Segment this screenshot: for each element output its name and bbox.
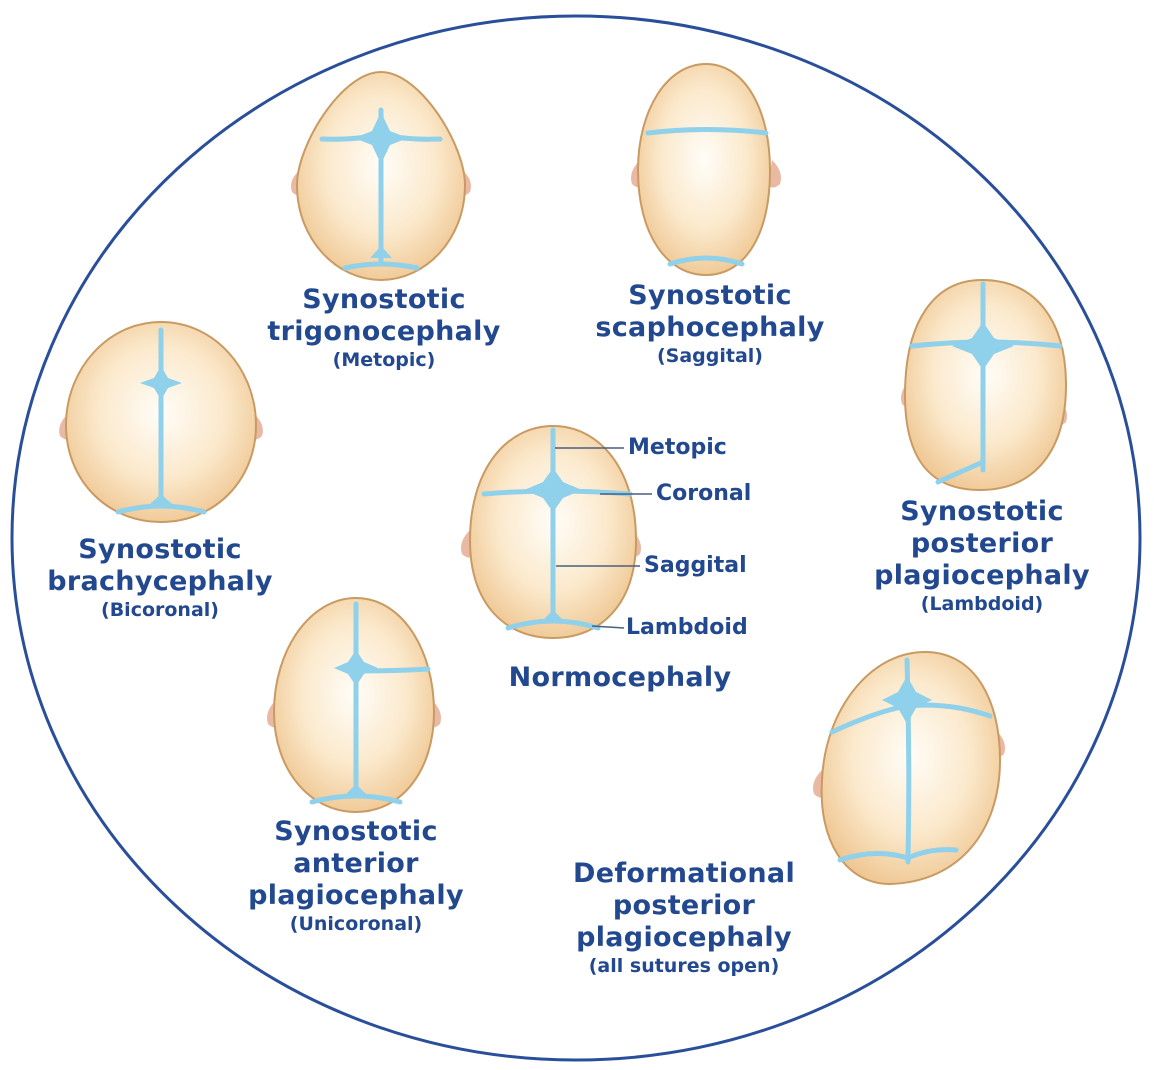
title-line: trigonocephaly bbox=[267, 316, 501, 347]
label-scaphocephaly: Synostotic scaphocephaly (Saggital) bbox=[595, 280, 824, 368]
suture-name: (Bicoronal) bbox=[101, 599, 219, 621]
suture-label-metopic: Metopic bbox=[628, 435, 727, 460]
skull-scaphocephaly bbox=[631, 62, 781, 277]
title-line: Synostotic bbox=[628, 280, 792, 311]
suture-label-coronal: Coronal bbox=[656, 481, 752, 506]
label-trigonocephaly: Synostotic trigonocephaly (Metopic) bbox=[267, 284, 500, 372]
title-line: plagiocephaly bbox=[874, 560, 1090, 591]
skull-posterior-plagiocephaly bbox=[901, 278, 1068, 492]
suture-label-lambdoid: Lambdoid bbox=[626, 615, 748, 640]
title-line: scaphocephaly bbox=[595, 312, 825, 343]
label-normocephaly: Normocephaly bbox=[509, 662, 732, 694]
title-line: anterior bbox=[293, 848, 419, 879]
suture-name: (Metopic) bbox=[332, 349, 436, 371]
label-anterior-plagiocephaly: Synostotic anterior plagiocephaly (Unico… bbox=[248, 816, 464, 936]
skull-trigonocephaly bbox=[291, 70, 471, 282]
fontanelle bbox=[354, 112, 408, 164]
title-line: Synostotic bbox=[78, 534, 242, 565]
suture-name: (Saggital) bbox=[656, 345, 764, 367]
suture-name: (Lambdoid) bbox=[920, 593, 1044, 615]
title-line: brachycephaly bbox=[47, 566, 273, 597]
label-brachycephaly: Synostotic brachycephaly (Bicoronal) bbox=[47, 534, 273, 622]
title-line: Synostotic bbox=[900, 496, 1064, 527]
title-line: Synostotic bbox=[274, 816, 438, 847]
skull-anterior-plagiocephaly bbox=[267, 596, 441, 814]
skull-deformational-plagiocephaly bbox=[813, 650, 1005, 886]
title-line: posterior bbox=[910, 528, 1054, 559]
title-line: Synostotic bbox=[302, 284, 466, 315]
suture-name: (Unicoronal) bbox=[289, 913, 423, 935]
label-deformational-plagiocephaly: Deformational posterior plagiocephaly (a… bbox=[573, 858, 795, 978]
label-posterior-plagiocephaly: Synostotic posterior plagiocephaly (Lamb… bbox=[874, 496, 1090, 616]
title-line: posterior bbox=[612, 890, 756, 921]
title-line: plagiocephaly bbox=[576, 922, 792, 953]
leader-lines bbox=[555, 447, 652, 629]
skull-brachycephaly bbox=[59, 320, 263, 524]
suture-label-saggital: Saggital bbox=[644, 553, 747, 578]
skull-shape bbox=[636, 62, 772, 277]
title-line: plagiocephaly bbox=[248, 880, 464, 911]
title-line: Normocephaly bbox=[508, 662, 732, 693]
suture-name: (all sutures open) bbox=[588, 955, 780, 977]
title-line: Deformational bbox=[573, 858, 795, 889]
skull-normocephaly bbox=[461, 424, 652, 640]
